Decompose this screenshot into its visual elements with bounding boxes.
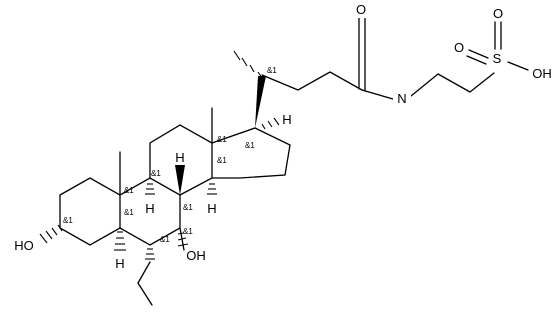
stereo-label-c10: &1 (124, 186, 134, 195)
stereo-descriptors: &1 &1 &1 &1 &1 &1 &1 &1 &1 &1 &1 (63, 66, 277, 244)
s-oh (507, 61, 529, 71)
stereo-label-c20: &1 (267, 66, 277, 75)
hash-c5-h (114, 231, 126, 251)
c8-hydrogen-label: H (175, 150, 184, 165)
stereo-label-c13: &1 (217, 135, 227, 144)
side-chain (261, 71, 363, 91)
hash-c9-h (145, 183, 155, 195)
ring-b (119, 177, 181, 246)
stereo-label-c9: &1 (151, 169, 161, 178)
s-o-left-2 (466, 55, 487, 65)
carbonyl-oxygen-label: O (356, 2, 366, 17)
hash-c17-h (261, 117, 280, 130)
c14-hydrogen-label: H (207, 201, 216, 216)
sulfonyl-oxygen-top-label: O (493, 6, 503, 21)
stereo-label-c5: &1 (124, 208, 134, 217)
hash-c14-h (207, 183, 217, 195)
c5-hydrogen-label: H (115, 256, 124, 271)
sulfonyl-oxygen-left-label: O (454, 40, 464, 55)
c3-hydroxyl-label: HO (14, 238, 34, 253)
n-ch2 (410, 73, 439, 97)
stereo-label-c3: &1 (63, 216, 73, 225)
amide-nitrogen-label: N (397, 91, 406, 106)
hash-c7-oh (177, 232, 189, 247)
wedge-c8-h (175, 165, 185, 195)
wedge-c17-c20 (255, 76, 266, 128)
ethyl-1 (137, 261, 151, 284)
stereo-bonds (39, 50, 280, 260)
ethyl-2 (137, 282, 153, 306)
ring-c (149, 124, 213, 196)
c7-hydroxyl-label: OH (186, 248, 206, 263)
sulfonic-hydroxyl-label: OH (532, 66, 552, 81)
ring-a (59, 177, 121, 246)
c17-hydrogen-label: H (282, 112, 291, 127)
c9-hydrogen-label: H (145, 201, 154, 216)
atom-labels: O N S O O OH HO OH H H H H H (14, 2, 552, 271)
sulfur-label: S (493, 51, 502, 66)
hash-c6-ethyl (145, 248, 155, 260)
hash-c20-methyl (233, 50, 263, 79)
stereo-label-c6: &1 (160, 235, 170, 244)
stereo-label-c7: &1 (183, 227, 193, 236)
stereo-label-c17: &1 (245, 141, 255, 150)
ring-d (211, 127, 291, 179)
stereo-label-c14: &1 (217, 156, 227, 165)
s-o-left-1 (468, 49, 489, 59)
bond-skeleton (59, 17, 529, 306)
hash-c3-o (39, 224, 63, 244)
ch2-s (469, 72, 495, 93)
stereo-label-c8: &1 (183, 203, 193, 212)
ch2-ch2 (437, 73, 471, 93)
amide-c-n (361, 89, 394, 100)
